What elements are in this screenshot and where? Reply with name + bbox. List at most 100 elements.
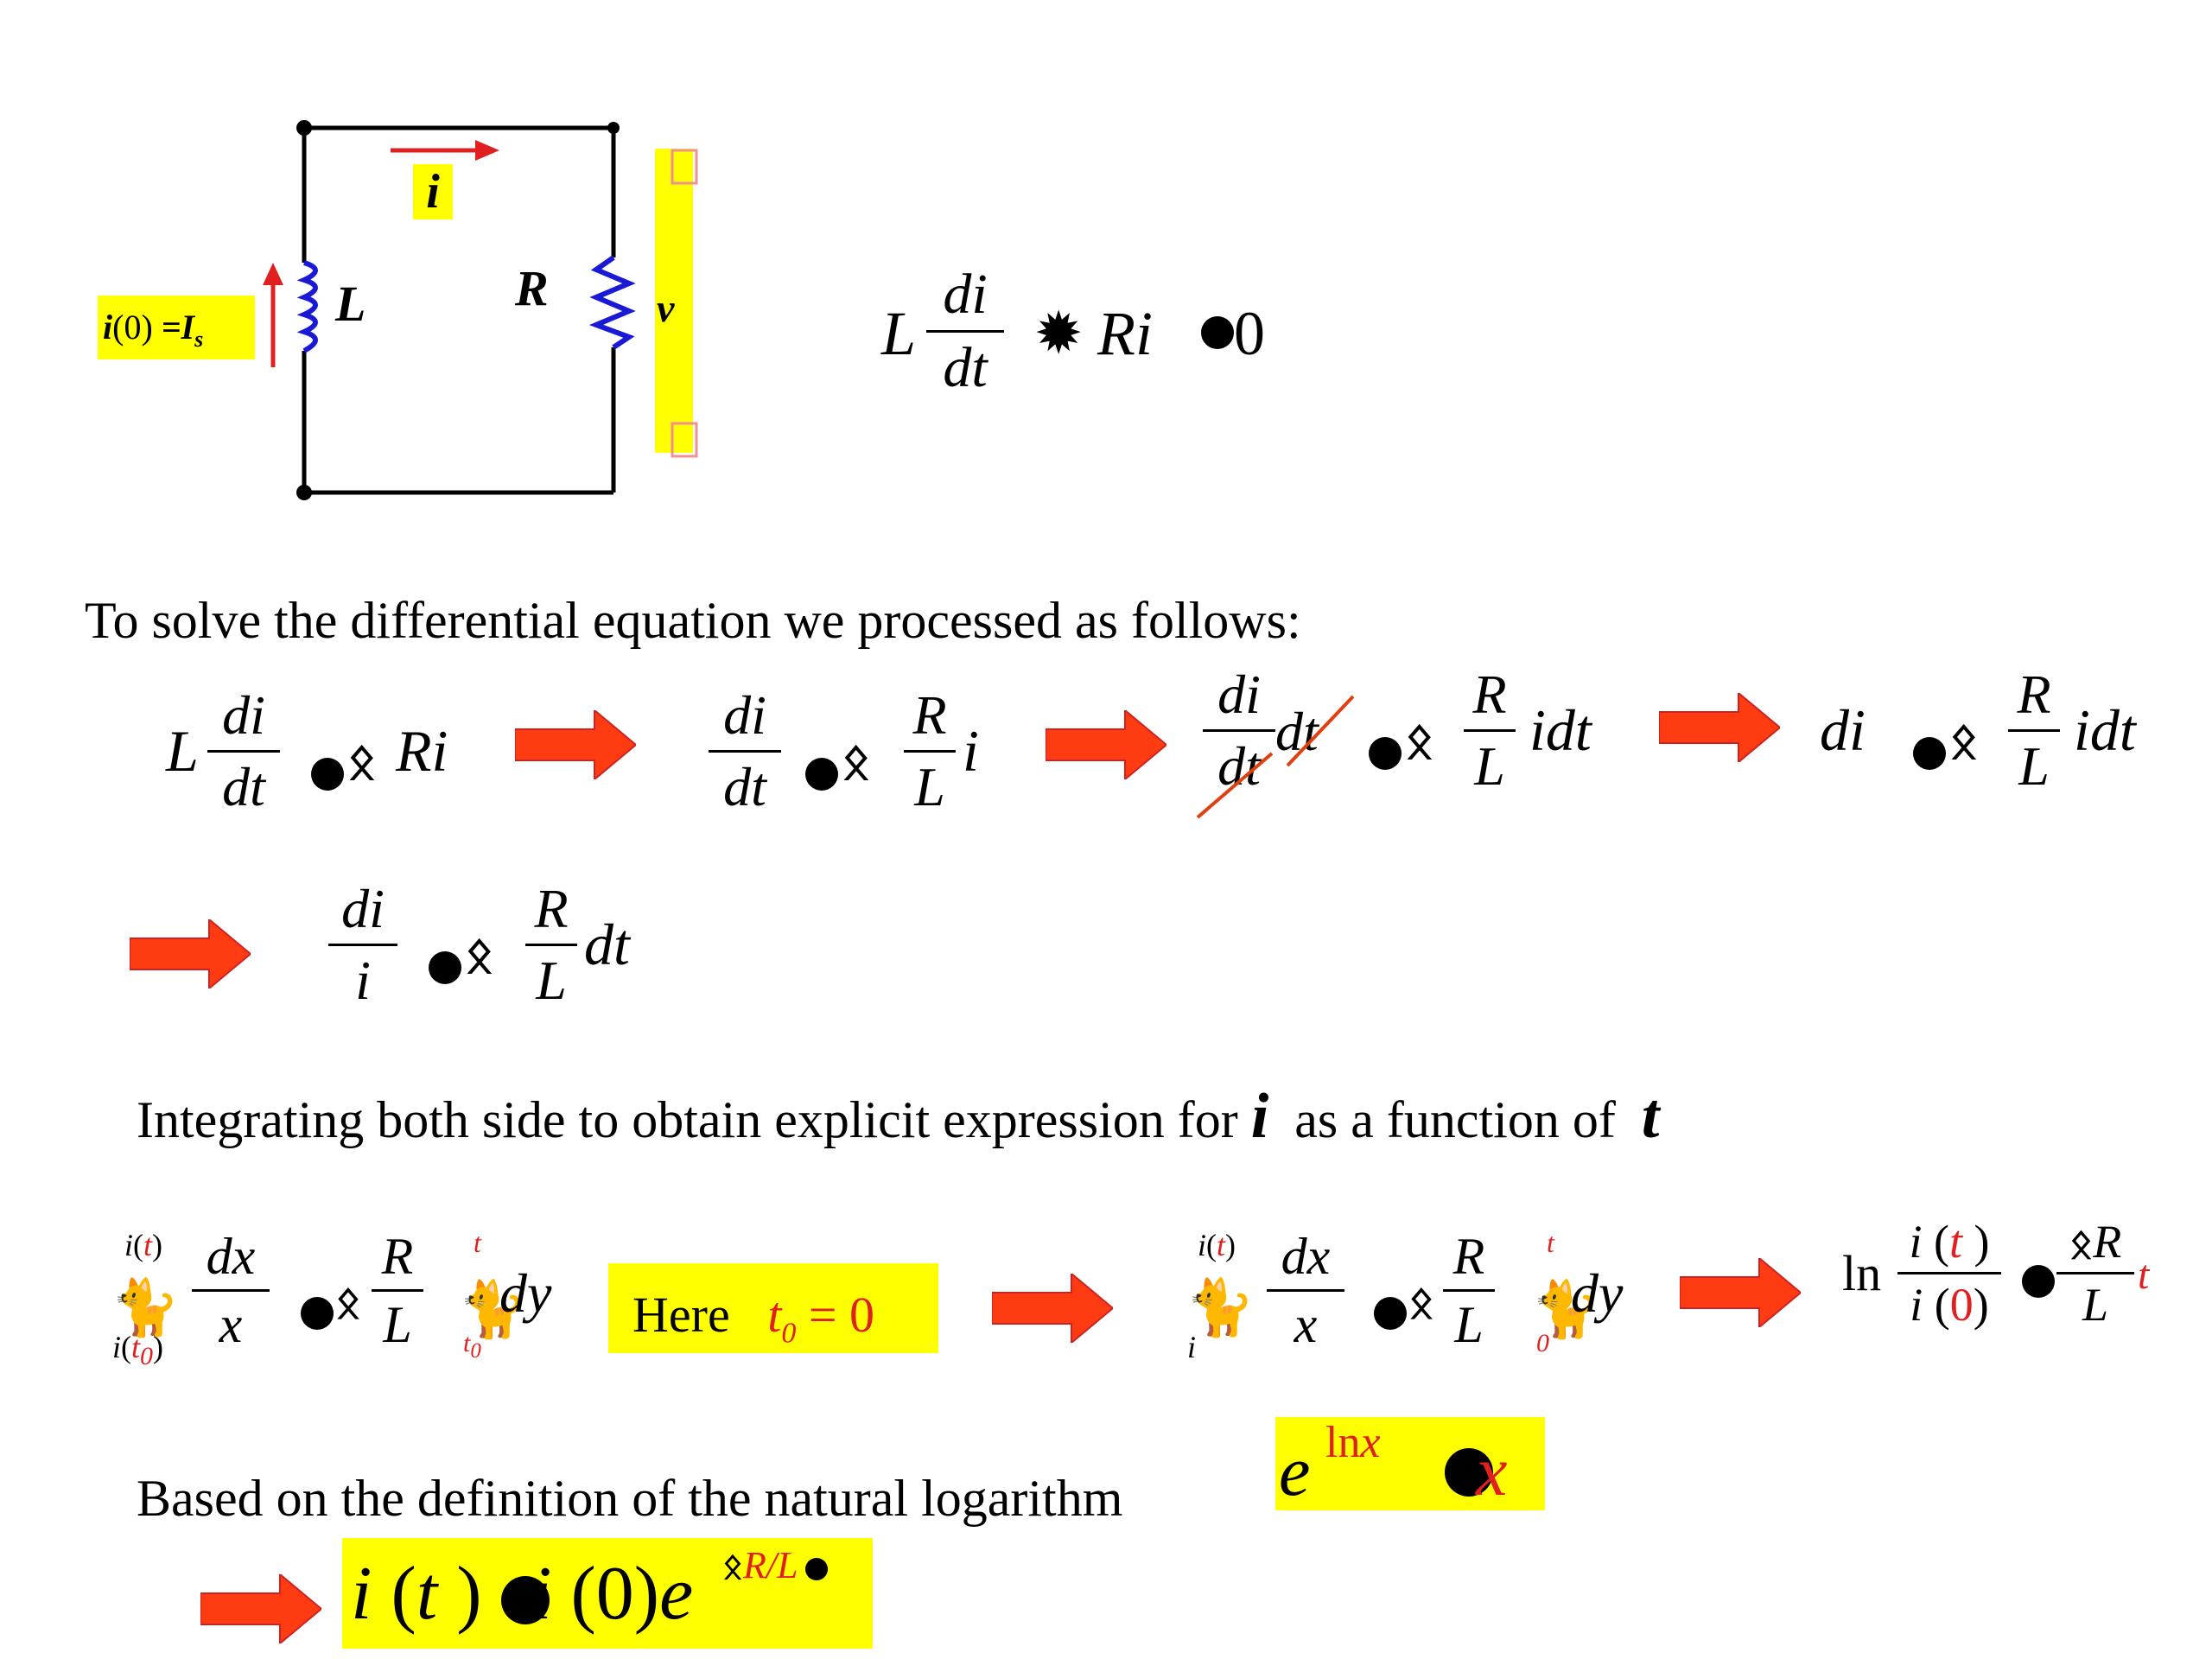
ln-rden: L [2082, 1279, 2109, 1331]
ic-i: i [103, 308, 113, 346]
r1e2-rnum: R [912, 684, 947, 746]
r1e1-op: ᛟ [311, 734, 377, 791]
voltage-bar [655, 149, 693, 453]
arrow-6 [1680, 1258, 1801, 1327]
bullet-icon [1369, 737, 1402, 771]
bullet-icon [805, 758, 838, 791]
integrate-text-b: as a function of [1294, 1091, 1616, 1148]
int2-diff: dy [499, 1262, 552, 1324]
r1e3-rl: R L [1464, 667, 1516, 794]
ribbon-icon: ᛟ [465, 929, 494, 982]
r1e2-tail: i [963, 718, 979, 784]
r1e1-num: di [222, 684, 265, 746]
ic-arg: (0) [112, 308, 153, 346]
here-box: Here t0 = 0 [608, 1263, 938, 1353]
final-eq [501, 1576, 550, 1624]
ribbon-icon: ᛟ [347, 735, 377, 789]
r1e3-op: ᛟ [1369, 714, 1434, 771]
r2-rl: R L [525, 881, 577, 1008]
r1e1-coef: L [166, 718, 199, 784]
arrow-5 [992, 1274, 1113, 1343]
int4-rnum: R [1452, 1228, 1485, 1285]
r1e3-tail: idt [1529, 697, 1592, 763]
arrow-7 [200, 1574, 321, 1643]
r1e3-num: di [1217, 664, 1261, 725]
voltage-terminal-bottom [671, 422, 698, 458]
exp-def-base: e [1279, 1432, 1311, 1510]
ribbon-icon: ᛟ [2069, 1222, 2094, 1266]
voltage-terminal-top [671, 149, 698, 185]
ribbon-icon: ᛟ [842, 735, 871, 789]
ode-garbled-operator: ✹ [1037, 301, 1080, 365]
int4-lower: 0 [1536, 1329, 1549, 1357]
r2-frac: di i [328, 881, 397, 1008]
arrow-4 [130, 919, 251, 988]
ribbon-icon: ᛟ [1408, 1278, 1434, 1326]
exp-def-exp: lnx [1325, 1418, 1381, 1467]
r1e4-rden: L [2018, 735, 2050, 797]
int1-lower: i(t0) [112, 1330, 164, 1371]
current-label: i [413, 164, 453, 219]
ln-tail: t [2138, 1252, 2150, 1298]
here-sub: 0 [781, 1317, 797, 1350]
r1e4-lhs: di [1820, 697, 1866, 763]
ln-frac: i (t ) i (0) [1897, 1218, 2001, 1328]
int3-den: x [1294, 1296, 1318, 1353]
int2-lower: t0 [463, 1329, 481, 1363]
int2-integral-icon: 🐈 [458, 1279, 527, 1340]
bullet-icon [1201, 316, 1234, 349]
ode-rhs: 0 [1234, 299, 1265, 368]
circuit-svg [263, 120, 698, 500]
r1e3-den: dt [1217, 735, 1261, 797]
bullet-icon [311, 758, 344, 791]
rl-circuit-diagram [86, 104, 726, 518]
ode-derivative: di dt [926, 266, 1004, 397]
resistor-label: R [515, 260, 549, 316]
r1e1-den: dt [222, 756, 265, 817]
bullet-icon [301, 1297, 334, 1331]
r1e4-rnum: R [2017, 664, 2051, 725]
int1-upper: i(t) [124, 1228, 163, 1262]
here-word: Here [632, 1287, 730, 1343]
arrow-1 [515, 710, 636, 779]
node-bottom-left [296, 485, 312, 500]
int2-upper: t [474, 1227, 481, 1258]
int1-den: x [219, 1296, 243, 1353]
int3-op: ᛟ [1374, 1277, 1434, 1331]
exp-def-box: e lnx x [1275, 1417, 1545, 1510]
ribbon-icon: ᛟ [1949, 715, 1979, 768]
ribbon-icon: ᛟ [335, 1278, 361, 1326]
cancel-strike-lines [1196, 695, 1355, 819]
exp-def-rhs: x [1476, 1432, 1508, 1510]
ln-rl: ᛟR L [2056, 1218, 2134, 1328]
int1-op: ᛟ [301, 1277, 361, 1331]
r1e3-cancel-dt: dt [1275, 701, 1319, 762]
int4-upper: t [1547, 1227, 1554, 1258]
garbled-symbol-icon: ✹ [1037, 305, 1081, 362]
integrate-var-t: t [1641, 1081, 1660, 1152]
integrate-text-a: Integrating both side to obtain explicit… [137, 1091, 1238, 1148]
ic-sub: s [194, 327, 204, 352]
current-label-text: i [426, 165, 440, 219]
r1e2-rl: R L [904, 688, 956, 815]
r1e3-rnum: R [1472, 664, 1507, 725]
ribbon-icon: ᛟ [722, 1547, 743, 1586]
int2-rnum: R [381, 1228, 414, 1285]
r2-rnum: R [534, 878, 569, 939]
r1e1-frac: di dt [207, 688, 280, 815]
int4-rden: L [1454, 1296, 1484, 1353]
resistor-zigzag [588, 255, 636, 350]
ode-equals-dot [1201, 316, 1234, 349]
bullet-icon [1445, 1448, 1493, 1497]
bullet-icon [1913, 737, 1946, 771]
r2-den: i [355, 950, 371, 1011]
here-t: t [767, 1287, 782, 1343]
r1e4-op: ᛟ [1913, 714, 1979, 771]
final-result-box: i (t ) i (0)e ᛟR/L [342, 1538, 873, 1649]
int3-integral-icon: 🐈 [1185, 1277, 1255, 1338]
int3-lower: i [1187, 1330, 1197, 1364]
ic-mid: =I [152, 308, 195, 346]
final-lhs: i (t ) [351, 1552, 482, 1636]
int4-integral-icon: 🐈 [1531, 1279, 1600, 1340]
ln-fn: ln [1842, 1245, 1882, 1301]
